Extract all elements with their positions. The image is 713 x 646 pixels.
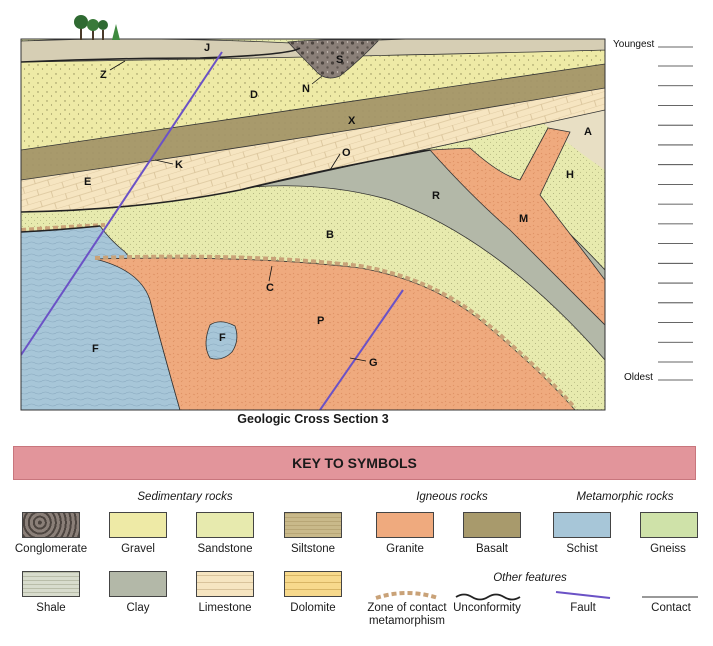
label-r: R bbox=[432, 190, 440, 202]
cross-section-title: Geologic Cross Section 3 bbox=[237, 412, 389, 426]
swatch-label-limestone: Limestone bbox=[198, 602, 252, 614]
swatch-label-gneiss: Gneiss bbox=[650, 543, 686, 555]
granite-m-dike bbox=[429, 127, 605, 326]
swatch-siltstone bbox=[284, 512, 342, 538]
granite-p-pluton bbox=[94, 257, 576, 410]
contact-symbol bbox=[642, 596, 698, 598]
unconformity-o bbox=[21, 149, 431, 213]
label-j: J bbox=[204, 42, 210, 54]
group-igneous: Igneous rocks bbox=[416, 491, 488, 503]
swatch-basalt bbox=[463, 512, 521, 538]
label-f-inclusion: F bbox=[219, 332, 226, 344]
contact-metamorphism-zone-2 bbox=[21, 223, 106, 232]
section-frame bbox=[20, 38, 606, 411]
swatch-label-gravel: Gravel bbox=[121, 543, 155, 555]
conglomerate-s-channel bbox=[287, 39, 379, 79]
swatch-label-dolomite: Dolomite bbox=[290, 602, 336, 614]
key-title: KEY TO SYMBOLS bbox=[13, 446, 696, 480]
label-d: D bbox=[250, 89, 258, 101]
label-h: H bbox=[566, 169, 574, 181]
unconformity-symbol bbox=[455, 593, 521, 601]
answer-blanks bbox=[658, 65, 693, 363]
swatch-label-siltstone: Siltstone bbox=[290, 543, 336, 555]
swatch-label-shale: Shale bbox=[36, 602, 66, 614]
swatch-gravel bbox=[109, 512, 167, 538]
group-other: Other features bbox=[493, 572, 567, 584]
trees-icon bbox=[74, 15, 120, 40]
swatch-granite bbox=[376, 512, 434, 538]
swatch-label-sandstone: Sandstone bbox=[197, 543, 253, 555]
swatch-label-conglomerate: Conglomerate bbox=[14, 543, 88, 555]
schist-f-inclusion bbox=[205, 321, 238, 360]
feature-label-zone: Zone of contact metamorphism bbox=[367, 602, 447, 627]
fault-symbol bbox=[555, 591, 611, 599]
swatch-sandstone bbox=[196, 512, 254, 538]
swatch-label-clay: Clay bbox=[126, 602, 150, 614]
unconformity-fb bbox=[21, 225, 101, 233]
fault-k bbox=[21, 51, 223, 356]
swatch-conglomerate bbox=[22, 512, 80, 538]
swatch-dolomite bbox=[284, 571, 342, 597]
label-z: Z bbox=[100, 69, 107, 81]
label-a: A bbox=[584, 126, 592, 138]
oldest-label: Oldest bbox=[624, 372, 653, 383]
youngest-label: Youngest bbox=[613, 39, 655, 50]
label-b: B bbox=[326, 229, 334, 241]
group-metamorphic: Metamorphic rocks bbox=[576, 491, 674, 503]
label-f-schist: F bbox=[92, 343, 99, 355]
zone-of-contact-metamorphism-symbol bbox=[375, 591, 439, 600]
feature-label-contact: Contact bbox=[651, 602, 691, 614]
unconformity-z bbox=[21, 47, 301, 63]
label-g: G bbox=[369, 357, 378, 369]
label-x: X bbox=[348, 115, 356, 127]
label-e: E bbox=[84, 176, 91, 188]
swatch-clay bbox=[109, 571, 167, 597]
label-n: N bbox=[302, 83, 310, 95]
label-k: K bbox=[175, 159, 183, 171]
label-o: O bbox=[342, 147, 351, 159]
fault-g bbox=[319, 289, 404, 410]
label-s: S bbox=[336, 54, 343, 66]
feature-label-fault: Fault bbox=[570, 602, 596, 614]
geologic-cross-section: J S Z N D X A K O E H R M B C F F P G Yo… bbox=[20, 15, 693, 411]
feature-label-unconformity: Unconformity bbox=[453, 602, 521, 614]
label-c: C bbox=[266, 282, 274, 294]
group-sedimentary: Sedimentary rocks bbox=[137, 491, 233, 503]
swatch-limestone bbox=[196, 571, 254, 597]
swatch-shale bbox=[22, 571, 80, 597]
swatch-schist bbox=[553, 512, 611, 538]
basalt-x-layer bbox=[21, 62, 605, 181]
swatch-label-schist: Schist bbox=[566, 543, 598, 555]
label-m: M bbox=[519, 213, 528, 225]
swatch-gneiss bbox=[640, 512, 698, 538]
label-p: P bbox=[317, 315, 324, 327]
swatch-label-basalt: Basalt bbox=[476, 543, 508, 555]
swatch-label-granite: Granite bbox=[386, 543, 424, 555]
contact-metamorphism-zone bbox=[94, 254, 577, 410]
